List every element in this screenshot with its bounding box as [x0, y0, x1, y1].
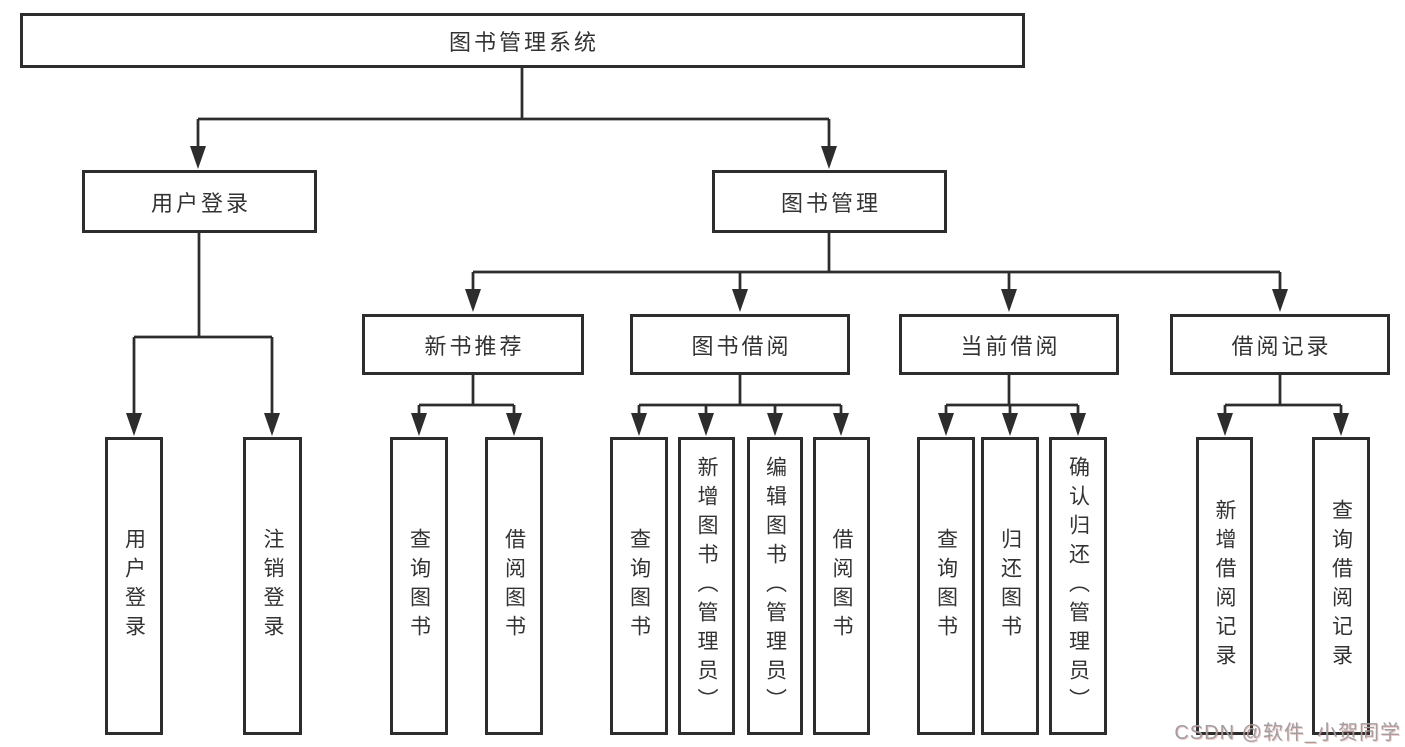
leaf-nb-query-books: 查询图书: [390, 437, 448, 735]
leaf-user-login: 用户登录: [105, 437, 163, 735]
leaf-cb-query-books: 查询图书: [917, 437, 975, 735]
node-user-login: 用户登录: [82, 170, 317, 233]
leaf-logout: 注销登录: [243, 437, 302, 735]
csdn-watermark: CSDN @软件_小贺同学: [1174, 722, 1401, 744]
node-book-borrowing: 图书借阅: [630, 314, 850, 375]
leaf-bb-edit-book-admin: 编辑图书（管理员）: [747, 437, 803, 735]
leaf-cb-confirm-return-admin: 确认归还（管理员）: [1049, 437, 1107, 735]
leaf-br-query-record: 查询借阅记录: [1312, 437, 1370, 735]
leaf-cb-return-books: 归还图书: [981, 437, 1039, 735]
node-book-management: 图书管理: [712, 170, 947, 233]
node-current-borrowing: 当前借阅: [899, 314, 1119, 375]
node-borrowing-records: 借阅记录: [1170, 314, 1390, 375]
leaf-bb-add-book-admin: 新增图书（管理员）: [678, 437, 735, 735]
leaf-nb-borrow-books: 借阅图书: [485, 437, 543, 735]
leaf-bb-query-books: 查询图书: [610, 437, 668, 735]
leaf-br-add-record: 新增借阅记录: [1196, 437, 1253, 735]
node-new-book-recommend: 新书推荐: [362, 314, 584, 375]
leaf-bb-borrow-books: 借阅图书: [813, 437, 870, 735]
node-root: 图书管理系统: [20, 13, 1025, 68]
